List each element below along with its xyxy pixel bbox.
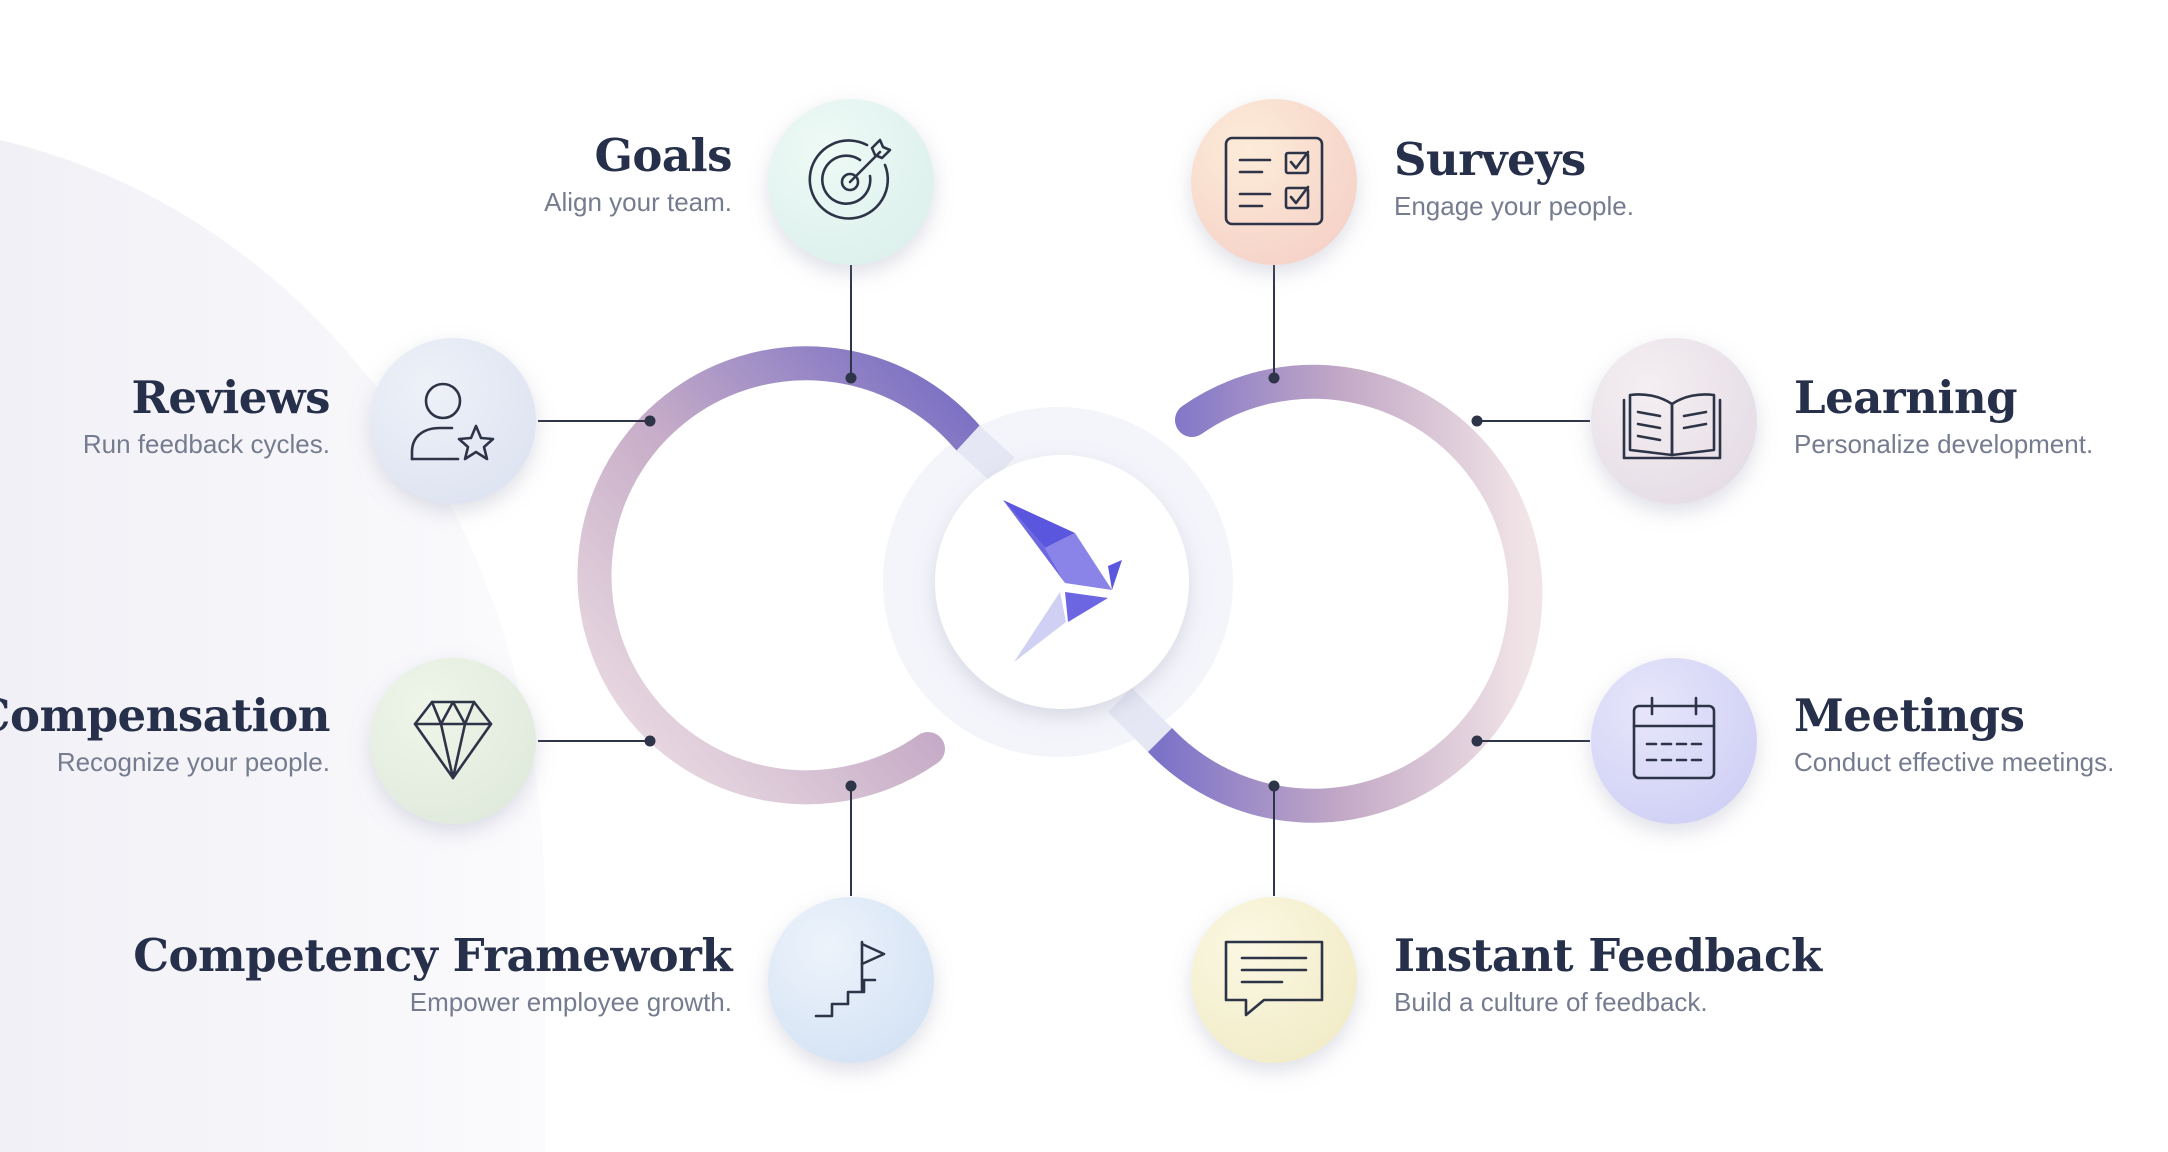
learning-desc: Personalize development.	[1794, 429, 2094, 459]
compensation-node[interactable]	[370, 658, 536, 824]
compensation-label: Compensation Recognize your people.	[0, 689, 331, 780]
surveys-desc: Engage your people.	[1394, 191, 1634, 221]
instant-feedback-label: Instant Feedback Build a culture of feed…	[1394, 930, 2014, 1020]
compensation-desc: Recognize your people.	[56, 747, 330, 777]
connectors	[538, 265, 1590, 896]
open-book-icon	[1622, 393, 1722, 460]
left-ring	[577, 346, 985, 805]
meetings-desc: Conduct effective meetings.	[1794, 747, 2115, 777]
instant-feedback-title: Instant Feedback	[1394, 929, 1822, 982]
learning-node[interactable]	[1591, 338, 1757, 504]
competency-label: Competency Framework Empower employee gr…	[112, 930, 732, 1020]
instant-feedback-desc: Build a culture of feedback.	[1394, 987, 1708, 1017]
competency-node[interactable]	[768, 897, 934, 1063]
connector-dots	[644, 372, 1483, 792]
survey-checklist-icon	[1224, 136, 1324, 226]
compensation-title: Compensation	[0, 689, 331, 742]
learning-label: Learning Personalize development.	[1794, 372, 2168, 462]
meetings-title: Meetings	[1794, 689, 2025, 742]
center-circle	[935, 455, 1189, 709]
goals-title: Goals	[594, 129, 732, 182]
target-icon	[808, 138, 892, 220]
surveys-node[interactable]	[1191, 99, 1357, 265]
user-star-icon	[410, 382, 495, 461]
background-shape	[0, 140, 545, 1152]
diamond-icon	[413, 700, 493, 780]
surveys-title: Surveys	[1394, 133, 1586, 186]
meetings-label: Meetings Conduct effective meetings.	[1794, 690, 2168, 780]
origami-bird-logo-icon	[1003, 500, 1122, 662]
reviews-title: Reviews	[131, 371, 331, 424]
calendar-icon	[1632, 696, 1716, 780]
chat-bubble-icon	[1224, 940, 1324, 1017]
reviews-node[interactable]	[370, 338, 536, 504]
competency-desc: Empower employee growth.	[409, 987, 732, 1017]
stairs-flag-icon	[814, 940, 886, 1018]
reviews-desc: Run feedback cycles.	[82, 429, 330, 459]
reviews-label: Reviews Run feedback cycles.	[0, 371, 331, 462]
meetings-node[interactable]	[1591, 658, 1757, 824]
goals-desc: Align your team.	[544, 187, 732, 217]
instant-feedback-node[interactable]	[1191, 897, 1357, 1063]
right-ring	[1143, 364, 1543, 823]
learning-title: Learning	[1794, 371, 2018, 424]
surveys-label: Surveys Engage your people.	[1394, 134, 2014, 224]
goals-label: Goals Align your team.	[112, 130, 732, 220]
competency-title: Competency Framework	[133, 929, 732, 982]
